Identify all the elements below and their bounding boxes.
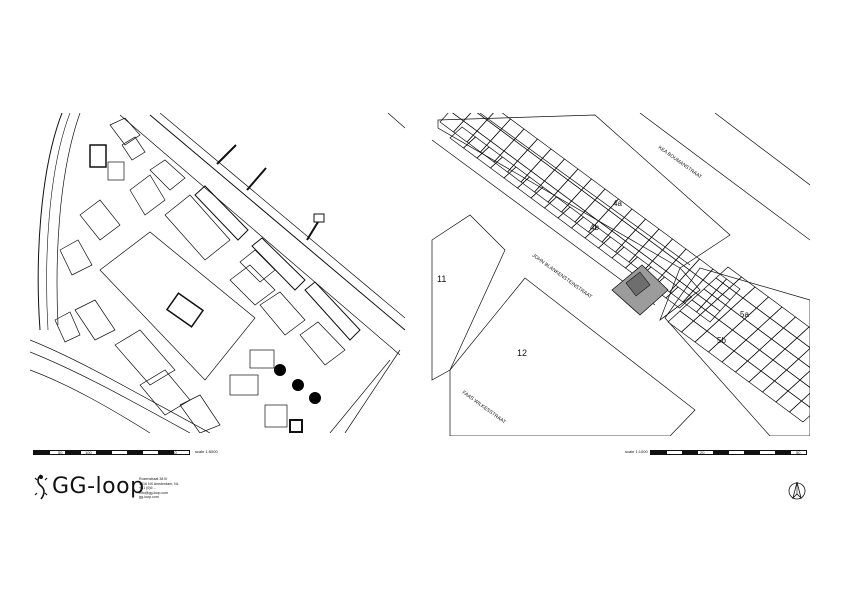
unit-cell [715, 278, 741, 301]
unit-cell [784, 337, 810, 360]
address-line: +31 (0)6 ... [139, 486, 157, 491]
unit-cell [476, 113, 494, 121]
left-scale-text: scale 1:5000 [195, 449, 218, 454]
left-scale-label-100: 100 [85, 450, 92, 455]
address-line: gg-loop.com [139, 495, 159, 500]
right-scale-bar [650, 450, 807, 455]
block-label-12: 12 [517, 348, 527, 358]
street-label-kea: KEA BOUMANSTRAAT [657, 145, 703, 181]
block-label-5b: 5b [717, 336, 726, 345]
block-label-4a: 4a [613, 199, 622, 208]
address-block: Rozenstraat 38 III 1016 NX Amsterdam, NL… [139, 477, 199, 500]
left-scale-label-0: 0 [34, 450, 37, 455]
right-scale-label-20: 20 [700, 450, 705, 455]
address-line: 1016 NX Amsterdam, NL [139, 481, 179, 486]
unit-cell [796, 326, 810, 349]
unit-cell [665, 286, 693, 309]
street-label-john: JOHN BLANKENSTEINSTRAAT [531, 253, 593, 300]
block-label-4b: 4b [590, 223, 599, 232]
right-scale-label-10: 10 [682, 450, 687, 455]
right-scale-text: scale 1:1000 [625, 449, 648, 454]
unit-cell [788, 400, 810, 423]
address-line: info@gg-loop.com [139, 490, 169, 495]
unit-cell [787, 379, 810, 402]
unit-cell [785, 358, 810, 381]
block-label-11: 11 [437, 274, 446, 284]
left-scale-bar [33, 450, 190, 455]
unit-cell [797, 347, 810, 368]
right-scale-label-50: 50 [796, 450, 801, 455]
street-label-faas: FAAS WILKESSTRAAT [461, 390, 507, 426]
left-scale-label-250: 250 [170, 450, 177, 455]
logo-text: GG-loop [52, 474, 145, 499]
block-label-5a: 5a [740, 310, 749, 319]
unit-cell [799, 370, 810, 388]
unit-cell [452, 113, 472, 122]
north-arrow-icon [788, 481, 806, 500]
left-scale-label-50: 50 [58, 450, 63, 455]
address-line: Rozenstraat 38 III [139, 477, 168, 481]
right-scale-label-0: 0 [652, 450, 655, 455]
unit-cell [800, 392, 810, 408]
gecko-logo-icon [34, 474, 48, 500]
